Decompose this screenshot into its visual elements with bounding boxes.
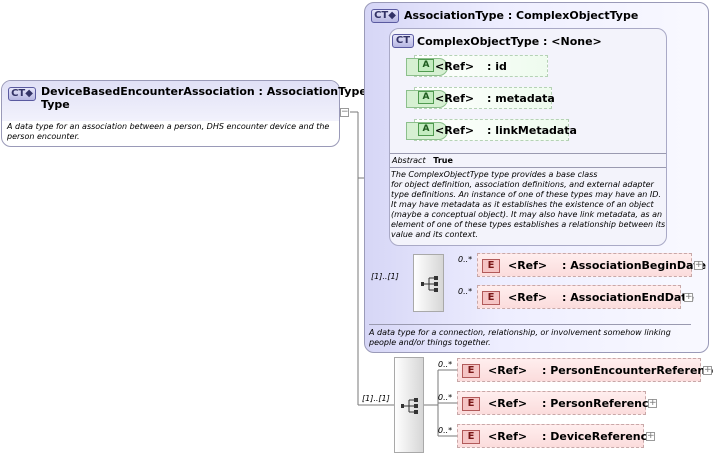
element-icon: E	[462, 430, 480, 444]
attribute-metadata[interactable]: A <Ref> : metadata	[406, 87, 555, 109]
element-ref: <Ref>	[508, 291, 548, 304]
element-name: : AssociationEndDate	[562, 291, 695, 304]
main-description-line1: A data type for an association between a…	[7, 122, 330, 131]
attribute-name: : id	[487, 60, 507, 73]
element-icon: E	[482, 259, 500, 273]
element-cardinality: 0..*	[438, 393, 453, 402]
association-type-description-line1: A data type for a connection, relationsh…	[369, 328, 671, 337]
main-complex-type-box[interactable]: CT◆ DeviceBasedEncounterAssociation : As…	[1, 80, 367, 147]
element-cardinality: 0..*	[458, 255, 473, 264]
attribute-ref: <Ref>	[435, 92, 475, 105]
attribute-id[interactable]: A <Ref> : id	[406, 55, 548, 77]
attribute-icon: A	[418, 59, 434, 72]
plus-icon[interactable]: +	[684, 292, 693, 302]
element-cardinality: 0..*	[438, 426, 453, 435]
complex-object-description-line: value and its context.	[391, 230, 478, 239]
complex-object-description-line: type definitions. An instance of one of …	[391, 190, 661, 199]
attribute-ref: <Ref>	[435, 124, 475, 137]
element-name: : PersonEncounterReference	[542, 364, 713, 377]
attribute-name: : linkMetadata	[487, 124, 577, 137]
element-name: : AssociationBeginDate	[562, 259, 707, 272]
element-person-encounter-reference[interactable]: E <Ref> : PersonEncounterReference	[457, 358, 713, 382]
complex-object-description-line: element of one of these types establishe…	[391, 220, 666, 229]
element-icon: E	[462, 397, 480, 411]
element-cardinality: 0..*	[438, 360, 453, 369]
plus-icon[interactable]: +	[648, 398, 657, 408]
element-cardinality: 0..*	[458, 287, 473, 296]
attribute-link-metadata[interactable]: A <Ref> : linkMetadata	[406, 119, 577, 141]
main-description-line2: person encounter.	[7, 132, 80, 141]
element-icon: E	[462, 364, 480, 378]
element-name: : PersonReference	[542, 397, 656, 410]
complex-object-separator	[390, 153, 666, 154]
complex-type-icon: CT◆	[8, 87, 36, 101]
attribute-name: : metadata	[487, 92, 555, 105]
sequence-icon	[401, 398, 418, 414]
complex-object-description-line: for object definition, association defin…	[391, 180, 654, 189]
attribute-icon: A	[418, 91, 434, 104]
complex-type-icon: CT◆	[371, 9, 399, 23]
complex-object-description-line: It may have metadata as it establishes t…	[391, 200, 654, 209]
element-icon: E	[482, 291, 500, 305]
element-ref: <Ref>	[488, 430, 528, 443]
complex-object-description-line: (maybe a conceptual object). It may also…	[391, 210, 663, 219]
sequence-icon	[421, 276, 438, 292]
abstract-row: Abstract True	[392, 156, 453, 165]
attribute-icon: A	[418, 123, 434, 136]
element-ref: <Ref>	[508, 259, 548, 272]
main-title-line1: DeviceBasedEncounterAssociation : Associ…	[41, 85, 367, 98]
complex-object-description: The ComplexObjectType type provides a ba…	[391, 170, 667, 240]
abstract-value: True	[433, 156, 453, 165]
plus-icon[interactable]: +	[694, 260, 703, 270]
complex-type-icon: CT	[392, 34, 414, 48]
complex-object-type-title: ComplexObjectType : <None>	[417, 35, 602, 48]
complex-object-description-line: The ComplexObjectType type provides a ba…	[391, 170, 598, 179]
main-title-line2: Type	[41, 98, 70, 111]
complex-object-separator-2	[390, 167, 666, 168]
main-sequence-compositor[interactable]	[394, 357, 424, 453]
element-ref: <Ref>	[488, 364, 528, 377]
main-header	[2, 81, 339, 121]
minus-icon[interactable]: −	[340, 107, 349, 117]
association-type-description: A data type for a connection, relationsh…	[369, 328, 699, 348]
association-type-title: AssociationType : ComplexObjectType	[404, 9, 639, 22]
inner-sequence-cardinality: [1]..[1]	[371, 272, 399, 281]
element-person-reference[interactable]: E <Ref> : PersonReference	[457, 391, 656, 415]
association-type-separator	[369, 324, 691, 325]
element-name: : DeviceReference	[542, 430, 655, 443]
main-sequence-cardinality: [1]..[1]	[362, 394, 390, 403]
inner-sequence-compositor[interactable]	[413, 254, 444, 312]
element-association-begin-date[interactable]: E <Ref> : AssociationBeginDate	[477, 253, 706, 277]
element-association-end-date[interactable]: E <Ref> : AssociationEndDate	[477, 285, 694, 309]
plus-icon[interactable]: +	[703, 365, 712, 375]
element-ref: <Ref>	[488, 397, 528, 410]
element-device-reference[interactable]: E <Ref> : DeviceReference	[457, 424, 655, 448]
abstract-label: Abstract	[392, 156, 426, 165]
association-type-description-line2: people and/or things together.	[369, 338, 491, 347]
attribute-ref: <Ref>	[435, 60, 475, 73]
plus-icon[interactable]: +	[646, 431, 655, 441]
main-description: A data type for an association between a…	[7, 122, 337, 142]
